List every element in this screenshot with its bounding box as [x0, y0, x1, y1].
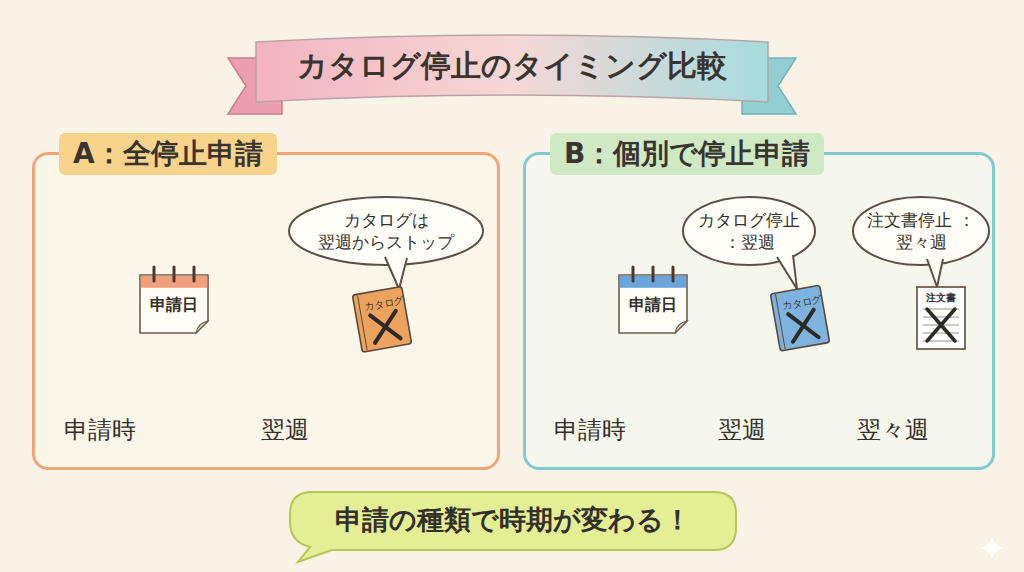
catalog-book: カタログ — [769, 286, 833, 350]
timeline-label: 申請時 — [554, 414, 626, 446]
timeline-label: 翌週 — [718, 414, 766, 446]
node-text: 申請日 — [138, 295, 210, 316]
timeline-label: 申請時 — [64, 414, 136, 446]
node-text: 申請日 — [617, 295, 689, 316]
node-text: カタログ停止 ：翌週 — [693, 195, 805, 267]
speech-bubble: 注文書停止 ：翌々週 — [851, 195, 991, 267]
timeline-label: 翌週 — [261, 414, 309, 446]
speech-bubble: カタログ停止 ：翌週 — [681, 195, 817, 267]
node-text: カタログは 翌週からストップ — [299, 195, 473, 267]
speech-bubble-outline — [681, 195, 817, 267]
speech-bubble: カタログは 翌週からストップ — [287, 195, 485, 267]
calendar-icon: 申請日 — [617, 265, 689, 335]
speech-bubble-outline — [287, 195, 485, 267]
panel-heading: B：個別で停止申請 — [550, 133, 824, 175]
order-form: 注文書 — [915, 285, 967, 351]
catalog-book: カタログ — [351, 287, 417, 351]
title-ribbon — [228, 35, 796, 114]
panel-heading: A：全停止申請 — [59, 133, 277, 175]
node-text: 注文書 — [917, 291, 965, 305]
diagram-caption: 申請の種類で時期が変わる！ — [335, 502, 691, 538]
sparkle-watermark — [980, 536, 1004, 560]
speech-bubble-outline — [851, 195, 991, 267]
node-text: 注文書停止 ：翌々週 — [863, 195, 979, 267]
timeline-label: 翌々週 — [857, 414, 929, 446]
calendar-icon: 申請日 — [138, 265, 210, 335]
caption-bubble — [290, 492, 736, 562]
diagram-title: カタログ停止のタイミング比較 — [297, 46, 727, 87]
